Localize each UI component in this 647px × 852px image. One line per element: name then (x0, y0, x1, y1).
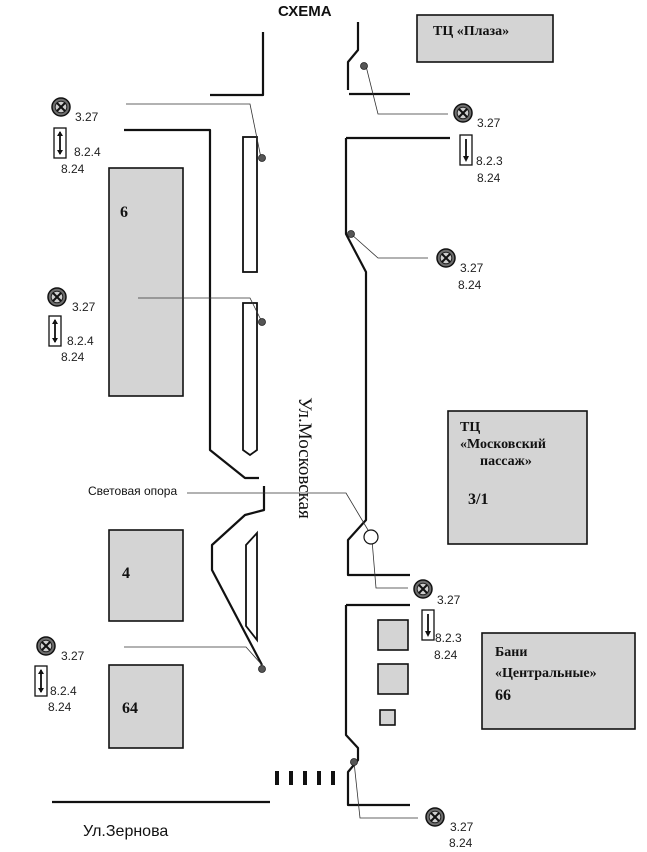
down-direction-plate-icon (459, 134, 473, 166)
baths-label-2: «Центральные» (495, 666, 597, 681)
road-edges (52, 22, 450, 807)
building-small-1 (377, 619, 409, 651)
moscow-passage-label-3: пассаж» (480, 454, 532, 469)
light-pole-icon (363, 529, 379, 545)
both-directions-plate-icon (53, 127, 67, 159)
sign-2-extra-code: 8.24 (477, 171, 501, 185)
no-stopping-sign-icon (51, 97, 71, 117)
building-small-3 (379, 709, 396, 726)
moscow-passage-label-1: ТЦ (460, 420, 481, 435)
moscow-passage-number: 3/1 (468, 491, 489, 508)
page-title: СХЕМА (278, 3, 332, 20)
building-baths (481, 632, 636, 730)
crosswalk (275, 771, 335, 785)
building-4 (108, 529, 184, 622)
building-moscow-passage (447, 410, 588, 545)
no-stopping-sign-icon (36, 636, 56, 656)
no-stopping-sign-icon (453, 103, 473, 123)
building-6 (108, 167, 184, 397)
plaza-label: ТЦ «Плаза» (433, 24, 510, 39)
building-small-2 (377, 663, 409, 695)
building-64-label: 64 (122, 700, 138, 717)
sign-4-plate-code: 8.2.4 (67, 334, 94, 348)
median-islands (242, 136, 258, 643)
sign-2-code: 3.27 (477, 116, 501, 130)
leader-lines (124, 65, 448, 819)
sign-3-extra-code: 8.24 (458, 278, 482, 292)
sign-3-code: 3.27 (460, 261, 484, 275)
both-directions-plate-icon (48, 315, 62, 347)
pole-dots (258, 62, 368, 766)
building-4-label: 4 (122, 565, 130, 582)
moscow-passage-label-2: «Московский (460, 437, 546, 452)
sign-5-plate-code: 8.2.3 (435, 631, 462, 645)
light-pole-label: Световая опора (88, 484, 178, 498)
cross-street-label: Ул.Зернова (83, 823, 169, 840)
sign-1-code: 3.27 (75, 110, 99, 124)
both-directions-plate-icon (34, 665, 48, 697)
building-64 (108, 664, 184, 749)
no-stopping-sign-icon (425, 807, 445, 827)
sign-5-code: 3.27 (437, 593, 461, 607)
sign-6-plate-code: 8.2.4 (50, 684, 77, 698)
sign-5-extra-code: 8.24 (434, 648, 458, 662)
no-stopping-sign-icon (47, 287, 67, 307)
sign-7-extra-code: 8.24 (449, 836, 473, 850)
sign-4-extra-code: 8.24 (61, 350, 85, 364)
no-stopping-sign-icon (413, 579, 433, 599)
sign-1-plate-code: 8.2.4 (74, 145, 101, 159)
baths-label-1: Бани (495, 645, 528, 660)
sign-1-extra-code: 8.24 (61, 162, 85, 176)
sign-4-code: 3.27 (72, 300, 96, 314)
main-street-label: Ул.Московская (294, 397, 315, 519)
down-direction-plate-icon (421, 609, 435, 641)
building-plaza (416, 14, 554, 63)
baths-number: 66 (495, 687, 511, 704)
sign-7-code: 3.27 (450, 820, 474, 834)
sign-2-plate-code: 8.2.3 (476, 154, 503, 168)
sign-6-code: 3.27 (61, 649, 85, 663)
sign-6-extra-code: 8.24 (48, 700, 72, 714)
building-6-label: 6 (120, 204, 128, 221)
no-stopping-sign-icon (436, 248, 456, 268)
